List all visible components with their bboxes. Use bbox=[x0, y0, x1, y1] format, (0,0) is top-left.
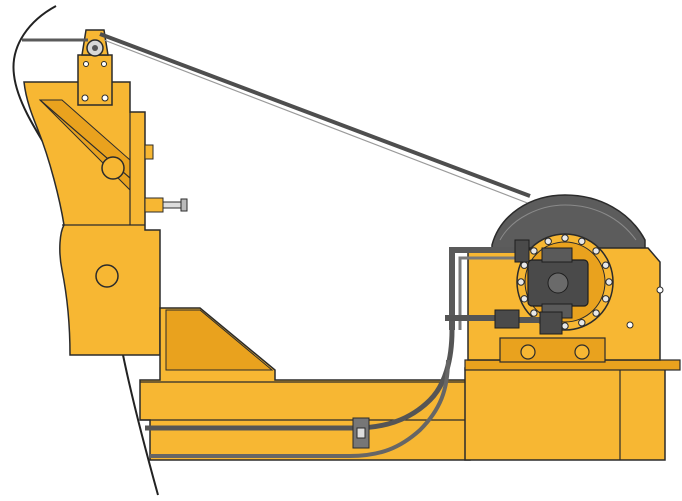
side-bracket-upper bbox=[144, 144, 154, 160]
hydraulic-hose-lower bbox=[145, 329, 455, 431]
motor-bolt bbox=[530, 247, 538, 255]
motor-bolt bbox=[544, 237, 552, 246]
hydraulic-motor bbox=[516, 233, 614, 331]
motor-bolt bbox=[592, 309, 600, 317]
winch-base-skid bbox=[464, 359, 681, 461]
hydraulic-hoses bbox=[445, 239, 563, 335]
motor-bolt bbox=[605, 278, 613, 286]
hydraulic-hose-bottom bbox=[150, 359, 450, 458]
a-frame-structure bbox=[23, 81, 161, 356]
upper-pin-hole bbox=[101, 156, 125, 180]
motor-bolt-ring bbox=[517, 234, 613, 330]
motor-bolt bbox=[602, 261, 610, 269]
motor-bolt bbox=[578, 319, 586, 327]
boom-brace bbox=[165, 309, 274, 371]
motor-bolt bbox=[561, 234, 569, 242]
motor-bolt bbox=[592, 247, 600, 255]
motor-bolt bbox=[530, 309, 538, 317]
motor-bolt bbox=[602, 295, 610, 303]
motor-bolt bbox=[520, 261, 528, 269]
motor-bolt bbox=[578, 237, 586, 246]
winch-cable-highlight bbox=[103, 39, 531, 205]
hose-clamp bbox=[352, 417, 370, 449]
lower-pin-hole bbox=[95, 264, 119, 288]
motor-bolt bbox=[517, 278, 525, 286]
motor-bolt bbox=[561, 322, 569, 330]
motor-bolt bbox=[520, 295, 528, 303]
cylinder-rod bbox=[144, 197, 188, 213]
winch-cable bbox=[99, 32, 531, 198]
